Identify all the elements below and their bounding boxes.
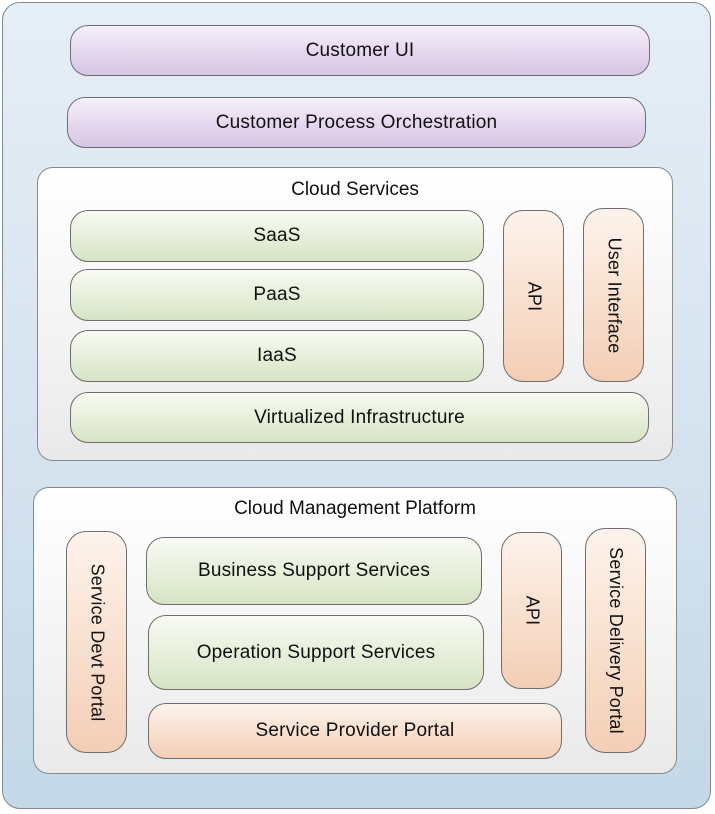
user-interface-label: User Interface: [604, 237, 625, 353]
saas-label: SaaS: [253, 225, 301, 246]
iaas-label: IaaS: [257, 345, 297, 366]
iaas-box: IaaS: [70, 330, 484, 382]
service-delivery-portal-label: Service Delivery Portal: [606, 547, 627, 734]
paas-box: PaaS: [70, 269, 484, 321]
service-provider-portal-box: Service Provider Portal: [148, 703, 562, 759]
paas-label: PaaS: [253, 284, 301, 305]
service-devt-portal-label: Service Devt Portal: [87, 563, 108, 721]
service-provider-portal-label: Service Provider Portal: [255, 720, 455, 741]
operation-support-services-box: Operation Support Services: [148, 615, 484, 690]
virtualized-infrastructure-box: Virtualized Infrastructure: [70, 392, 649, 443]
cloud-management-platform-title: Cloud Management Platform: [234, 498, 476, 519]
customer-process-orchestration-box: Customer Process Orchestration: [67, 97, 646, 148]
business-support-services-label: Business Support Services: [197, 560, 431, 581]
customer-ui-label: Customer UI: [305, 39, 415, 61]
customer-process-orchestration-label: Customer Process Orchestration: [215, 111, 498, 133]
virtualized-infrastructure-label: Virtualized Infrastructure: [254, 406, 465, 428]
operation-support-services-label: Operation Support Services: [196, 641, 436, 663]
service-delivery-portal-box: Service Delivery Portal: [585, 528, 646, 753]
cloud-services-api-box: API: [503, 210, 564, 382]
cloud-management-api-label: API: [522, 595, 542, 626]
cloud-services-title: Cloud Services: [291, 179, 419, 200]
cloud-management-api-box: API: [501, 532, 562, 689]
user-interface-box: User Interface: [583, 208, 644, 382]
customer-ui-box: Customer UI: [70, 25, 650, 76]
saas-box: SaaS: [70, 210, 484, 262]
business-support-services-box: Business Support Services: [146, 537, 482, 605]
service-devt-portal-box: Service Devt Portal: [66, 531, 127, 753]
cloud-services-api-label: API: [524, 281, 544, 311]
